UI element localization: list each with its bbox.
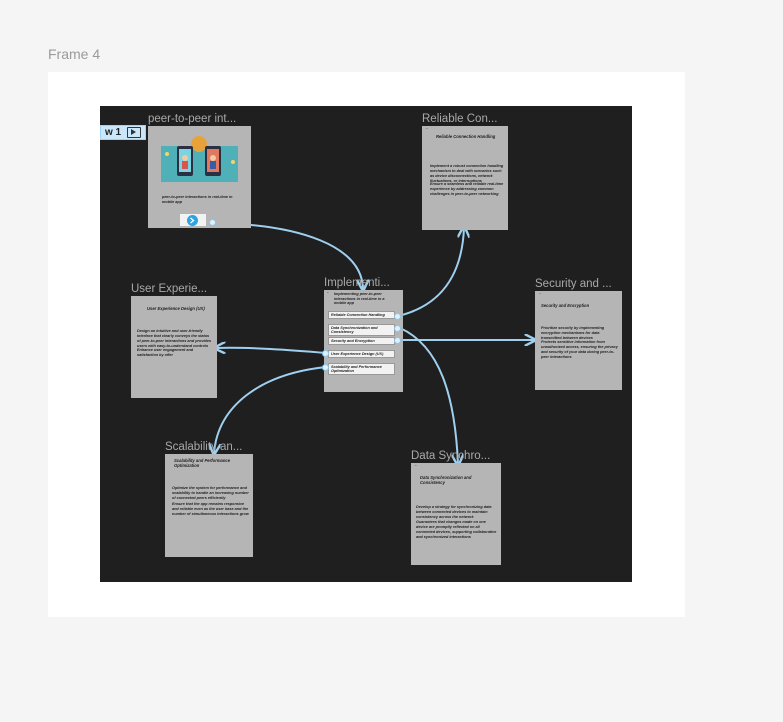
security-heading: Security and Encryption xyxy=(541,303,590,308)
frame-label[interactable]: Frame 4 xyxy=(48,46,101,62)
connection-handle-peer[interactable] xyxy=(209,219,216,226)
scal-bullet-1: Optimize the system for performance and … xyxy=(172,486,249,500)
scal-bullet-2: Ensure that the app remains responsive a… xyxy=(172,502,249,516)
scal-heading: Scalability and Performance Optimization xyxy=(174,458,231,469)
impl-button-security[interactable]: Security and Encryption xyxy=(328,337,395,345)
arrow-impl-to-data xyxy=(399,327,458,464)
card-dash: - xyxy=(539,291,541,297)
card-title-data[interactable]: Data Synchro... xyxy=(411,450,491,462)
ux-bullet-2: Enhance user engagement and satisfaction… xyxy=(137,348,194,357)
card-security[interactable]: - Security and Encryption Prioritize sec… xyxy=(535,291,622,390)
card-dash: - xyxy=(426,126,428,132)
card-title-impl[interactable]: Implementi... xyxy=(324,277,390,289)
security-bullet-1: Prioritize security by implementing encr… xyxy=(541,326,605,340)
reliable-bullet-2: Ensure a seamless and reliable real-time… xyxy=(430,182,504,196)
card-title-reliable[interactable]: Reliable Con... xyxy=(422,113,498,125)
card-title-peer[interactable]: peer-to-peer int... xyxy=(148,113,237,125)
connection-handle-scalability[interactable] xyxy=(322,364,329,371)
flow-label: w 1 xyxy=(105,127,122,138)
card-title-scal[interactable]: Scalability an... xyxy=(165,441,243,453)
impl-button-ux[interactable]: User Experience Design (UX) xyxy=(328,350,395,358)
arrow-right-icon xyxy=(187,214,198,226)
impl-button-scalability[interactable]: Scalability and Performance Optimization xyxy=(328,363,395,376)
arrow-impl-to-reliable xyxy=(397,228,464,317)
ux-heading: User Experience Design (UX) xyxy=(147,306,205,311)
two-phones-users-illustration-icon xyxy=(153,132,246,190)
data-bullet-1: Develop a strategy for synchronizing dat… xyxy=(416,505,492,519)
impl-button-data-sync[interactable]: Data Synchronization and Consistency xyxy=(328,324,395,337)
card-impl[interactable]: - Implementing peer-to-peer interactions… xyxy=(324,290,403,392)
card-title-security[interactable]: Security and ... xyxy=(535,278,612,290)
peer-caption: peer-to-peer interactions in real-time i… xyxy=(162,195,233,204)
impl-button-reliable[interactable]: Reliable Connection Handling xyxy=(328,311,395,319)
connection-handle-ux[interactable] xyxy=(322,350,329,357)
card-title-ux[interactable]: User Experie... xyxy=(131,283,208,295)
ux-bullet-1: Design an intuitive and user-friendly in… xyxy=(137,329,212,348)
connection-handle-security[interactable] xyxy=(394,337,401,344)
data-bullet-2: Guarantees that changes made on one devi… xyxy=(416,520,497,539)
prototype-canvas[interactable]: w 1 peer-to-peer int... peer-to-peer int… xyxy=(100,106,632,582)
card-peer[interactable]: peer-to-peer interactions in real-time i… xyxy=(148,126,251,228)
impl-heading: Implementing peer-to-peer interactions i… xyxy=(334,292,385,306)
reliable-heading: Reliable Connection Handling xyxy=(436,134,496,139)
arrow-impl-to-ux xyxy=(216,348,327,353)
connection-handle-data-sync[interactable] xyxy=(394,325,401,332)
card-scal[interactable]: Scalability and Performance Optimization… xyxy=(165,454,253,557)
card-reliable[interactable]: - Reliable Connection Handling Implement… xyxy=(422,126,508,230)
card-dash: - xyxy=(415,463,417,469)
card-dash: - xyxy=(327,290,329,296)
play-flow-icon[interactable] xyxy=(127,127,142,138)
next-button[interactable] xyxy=(180,214,206,226)
card-data[interactable]: - Data Synchronization and Consistency D… xyxy=(411,463,501,565)
flow-starting-point-badge[interactable]: w 1 xyxy=(100,125,147,140)
security-bullet-2: Protects sensitive information from unau… xyxy=(541,340,618,359)
connection-handle-reliable[interactable] xyxy=(394,313,401,320)
card-ux[interactable]: User Experience Design (UX) Design an in… xyxy=(131,296,217,398)
reliable-bullet-1: Implement a robust connection handling m… xyxy=(430,164,504,183)
data-heading: Data Synchronization and Consistency xyxy=(420,475,472,486)
